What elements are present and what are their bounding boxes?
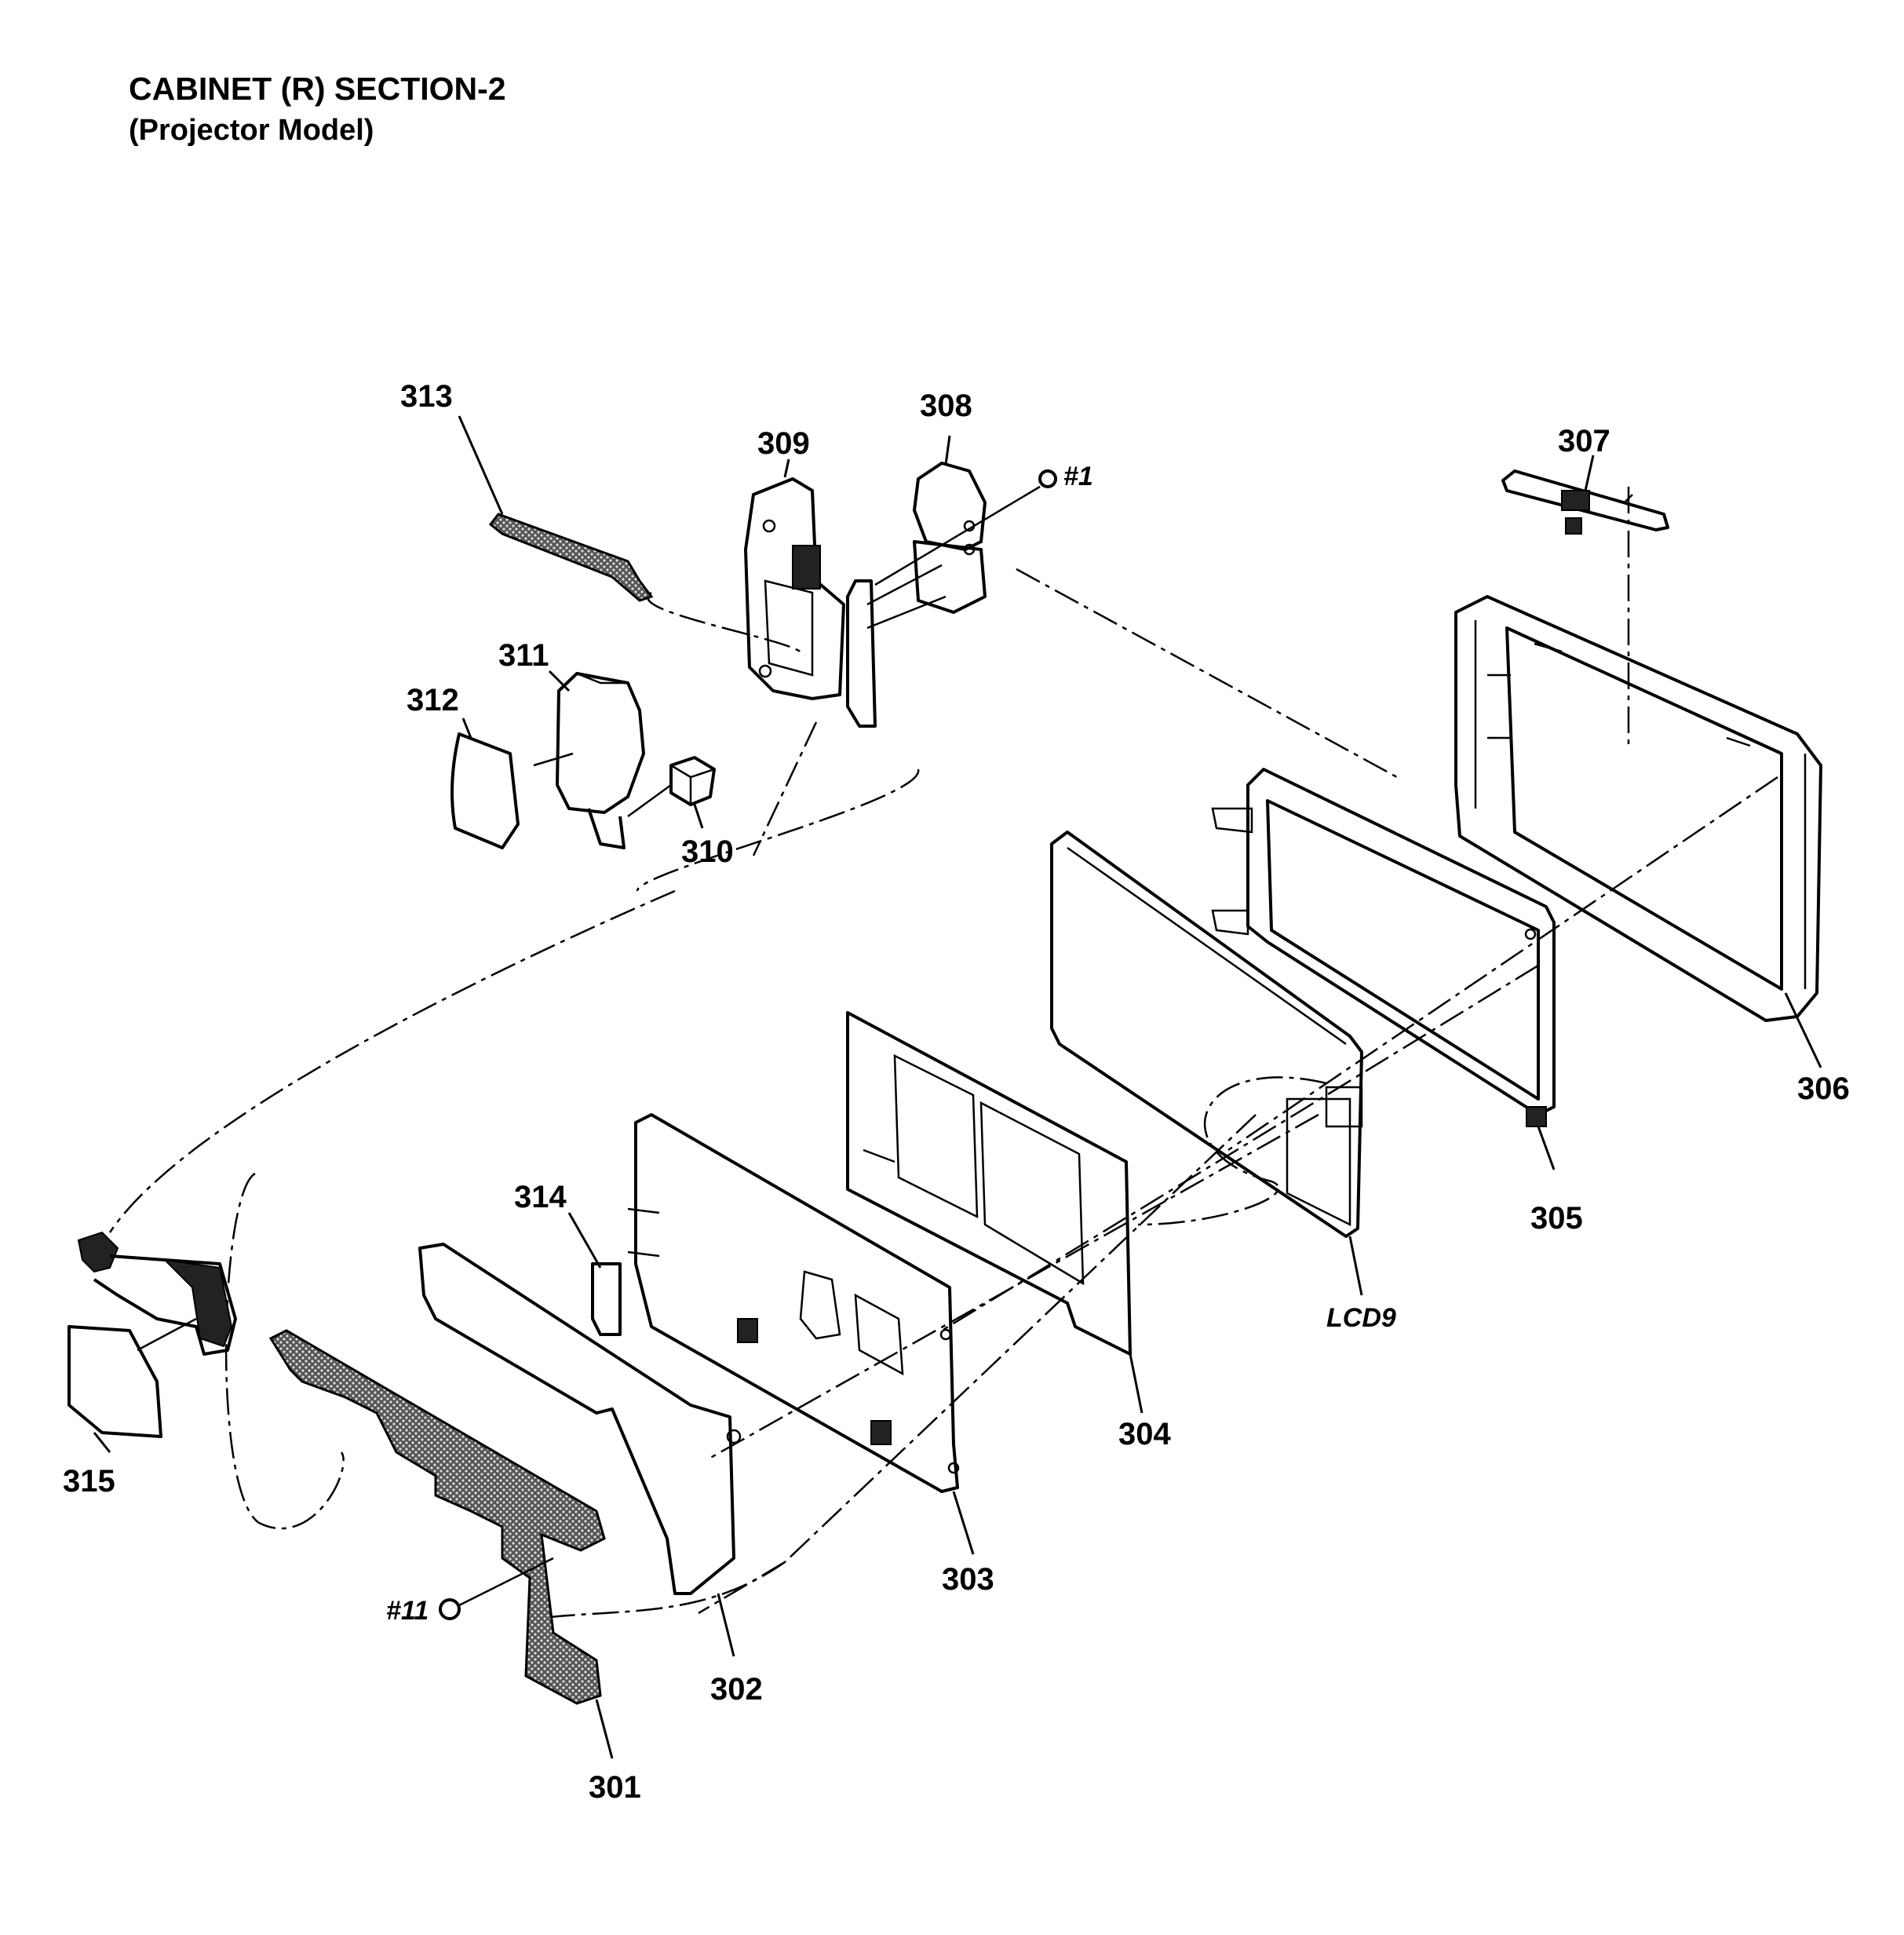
callout-labels: 313 309 308 #1 307 311 312 310 306 305 L… (63, 379, 1850, 1805)
callout-308: 308 (920, 389, 972, 423)
part-309-bracket (744, 458, 845, 700)
callout-314: 314 (514, 1180, 567, 1214)
callout-307: 307 (1558, 424, 1610, 458)
part-301-flex-board (268, 1329, 614, 1759)
callout-302: 302 (710, 1672, 763, 1707)
page-subtitle: (Projector Model) (129, 114, 374, 147)
part-315-sheet (67, 1325, 162, 1453)
part-312-film (450, 717, 520, 849)
callout-312: 312 (407, 683, 459, 717)
callout-311: 311 (498, 638, 549, 673)
callout-315: 315 (63, 1464, 115, 1499)
callout-313: 313 (400, 379, 453, 414)
page-title: CABINET (R) SECTION-2 (129, 71, 506, 107)
callout-309: 309 (757, 426, 810, 461)
part-302-sheet (418, 1243, 742, 1657)
part-314-insulator (567, 1212, 622, 1336)
callout-screw-11: #11 (386, 1596, 429, 1626)
callout-303: 303 (942, 1562, 994, 1597)
part-313-flex-cable (458, 415, 654, 602)
guide-lines (108, 487, 1778, 1619)
callout-screw-1: #1 (1063, 462, 1093, 491)
part-304-shield-plate (846, 1011, 1143, 1414)
part-306-cabinet-frame (1454, 595, 1822, 1068)
part-307-bracket (1501, 455, 1669, 535)
part-310-knob (627, 756, 716, 829)
callout-306: 306 (1797, 1072, 1850, 1106)
part-308-hinge (846, 435, 1057, 728)
callout-310: 310 (681, 834, 734, 869)
callout-301: 301 (589, 1770, 641, 1805)
part-303-main-board (627, 1113, 975, 1555)
part-lcd9-panel (1050, 831, 1363, 1296)
callout-304: 304 (1118, 1417, 1171, 1451)
part-305-lcd-frame (1211, 768, 1556, 1170)
part-connector-flex (77, 1231, 237, 1356)
callout-305: 305 (1530, 1201, 1583, 1236)
callout-lcd9: LCD9 (1326, 1303, 1396, 1333)
part-311-switch-block (533, 670, 645, 849)
